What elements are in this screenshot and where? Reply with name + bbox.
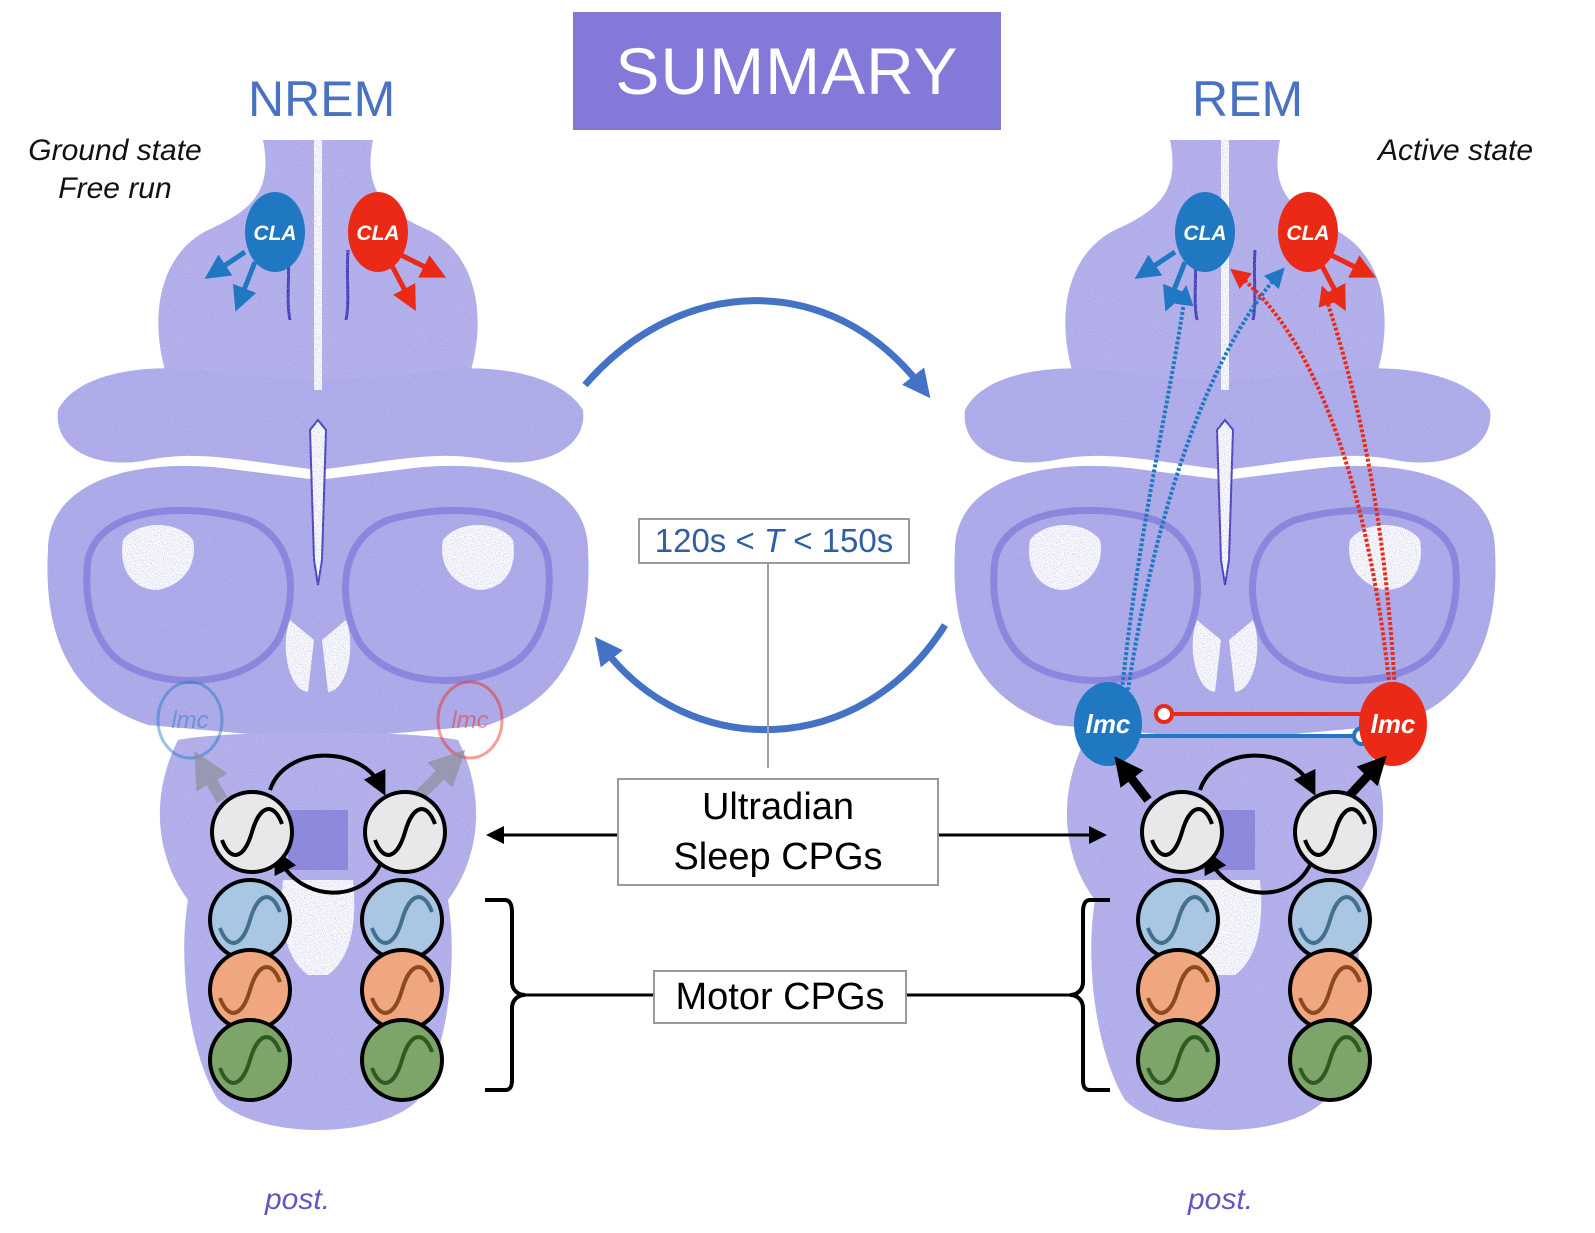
right-lmc-red-node <box>1359 682 1427 766</box>
right-lmc-blue-label: lmc <box>1086 709 1131 739</box>
period-suffix: < 150s <box>784 522 894 559</box>
left-motor-cpg-green-1 <box>208 1018 292 1102</box>
right-lmc-red-label: lmc <box>1371 709 1416 739</box>
nrem-description: Ground state Free run <box>15 132 215 208</box>
red-inhibition-terminal <box>1154 704 1174 724</box>
red-lmc-to-left-cla-projection <box>1230 268 1392 691</box>
cycle-arrow-rem-to-nrem <box>594 623 948 733</box>
period-prefix: 120s < <box>654 522 764 559</box>
cycle-arrow-nrem-to-rem <box>582 297 931 399</box>
rem-description: Active state <box>1378 134 1534 167</box>
right-cla-blue-node <box>1134 192 1235 312</box>
right-sleep-cpg-oscillator-1 <box>1140 790 1224 874</box>
right-motor-cpg-green-2 <box>1288 1018 1372 1102</box>
left-lmc-red-label: lmc <box>451 707 488 734</box>
blue-lmc-to-right-cla-projection <box>1126 267 1285 691</box>
left-cla-blue-node <box>204 192 305 312</box>
red-lmc-to-right-cla-projection <box>1318 285 1397 691</box>
right-sleep-cpg-coupling-bottom <box>1204 849 1312 895</box>
right-drive-arrow-to-lmc-red <box>1346 755 1387 799</box>
left-brain-section <box>47 140 588 1130</box>
left-sleep-cpg-coupling-bottom <box>274 849 382 895</box>
nrem-title: NREM <box>248 71 396 127</box>
period-label-box: 120s < T < 150s <box>638 518 910 564</box>
left-sleep-cpg-oscillator-2 <box>363 790 447 874</box>
sleep-cpg-label-box: Ultradian Sleep CPGs <box>617 778 939 886</box>
left-lmc-blue-label: lmc <box>171 707 208 734</box>
right-lmc-blue-node <box>1074 682 1142 766</box>
right-motor-cpg-green-1 <box>1136 1018 1220 1102</box>
right-sleep-cpg-oscillator-2 <box>1293 790 1377 874</box>
sleep-cpg-label-line1: Ultradian <box>701 786 855 828</box>
left-sleep-cpg-coupling-top <box>268 753 386 796</box>
nrem-description-line1: Ground state <box>28 134 202 167</box>
right-brain-section <box>954 140 1495 1130</box>
nrem-description-line2: Free run <box>58 172 172 205</box>
left-cla-red-label: CLA <box>356 222 399 245</box>
blue-lmc-to-left-cla-projection <box>1120 285 1194 691</box>
left-lmc-faded-blue: lmc <box>156 680 224 760</box>
right-cla-red-label: CLA <box>1286 222 1329 245</box>
right-drive-arrow-to-lmc-blue <box>1114 756 1152 803</box>
motor-cpg-label: Motor CPGs <box>675 976 885 1018</box>
left-cla-red-node <box>348 192 447 312</box>
left-posterior-label: post. <box>265 1183 331 1216</box>
motor-cpg-label-box: Motor CPGs <box>653 970 907 1024</box>
left-faded-arrow-to-lmc-red <box>415 749 466 800</box>
left-cla-blue-label: CLA <box>253 222 296 245</box>
summary-title-banner: SUMMARY <box>573 12 1001 130</box>
right-cla-blue-label: CLA <box>1183 222 1226 245</box>
right-posterior-label: post. <box>1188 1183 1254 1216</box>
left-faded-arrow-to-lmc-blue <box>194 751 228 803</box>
left-lmc-faded-red: lmc <box>436 680 504 760</box>
left-motor-cpg-green-2 <box>360 1018 444 1102</box>
summary-title: SUMMARY <box>615 34 959 108</box>
left-motor-cpg-bracket <box>485 898 526 1092</box>
sleep-cpg-label-line2: Sleep CPGs <box>673 836 883 878</box>
period-variable: T <box>763 522 785 559</box>
left-sleep-cpg-oscillator-1 <box>210 790 294 874</box>
rem-title: REM <box>1192 71 1304 127</box>
right-sleep-cpg-coupling-top <box>1198 753 1316 796</box>
